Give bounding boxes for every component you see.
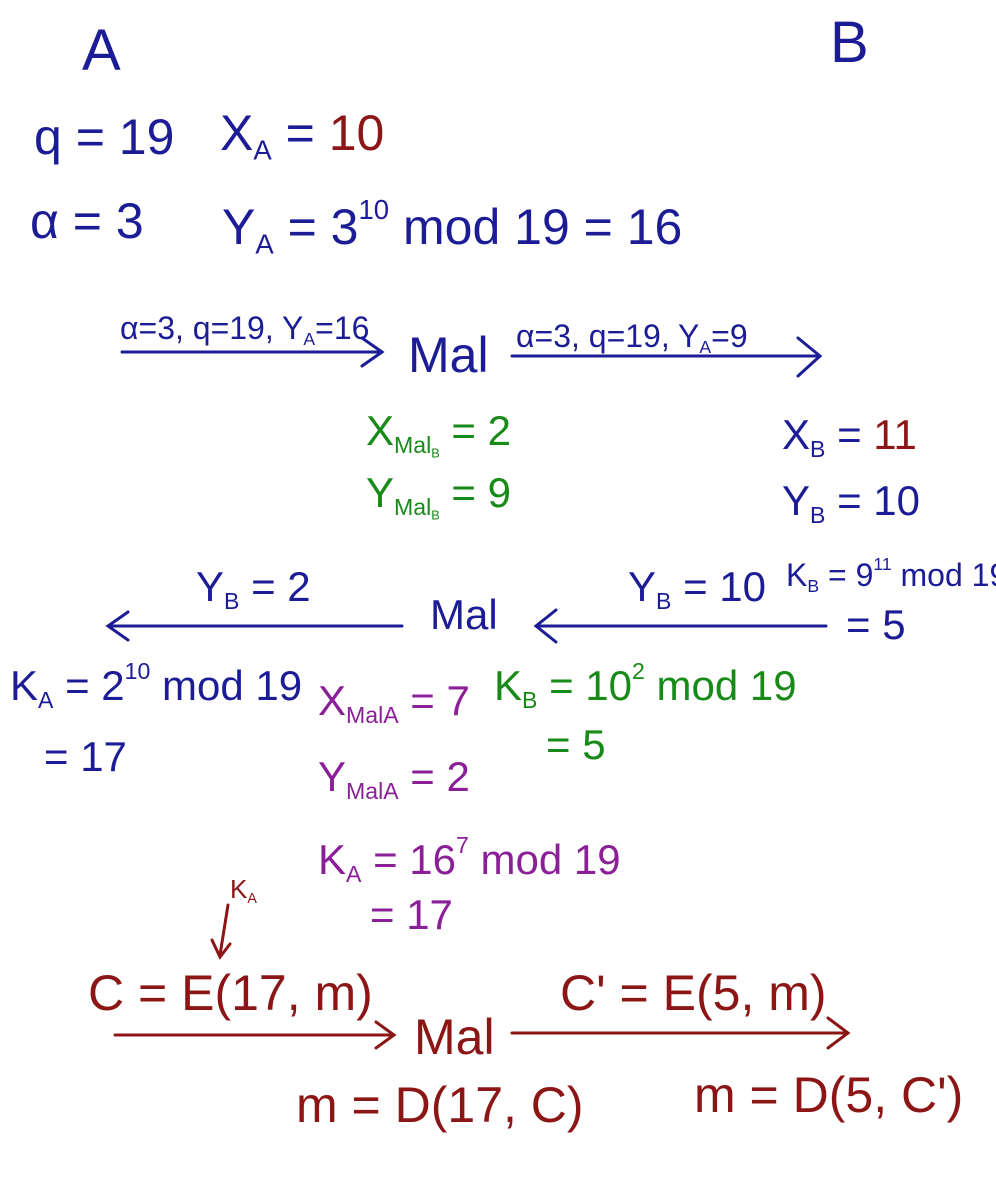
yb-param: YB = 10 (782, 477, 921, 529)
msg-mal-to-b-label: α=3, q=19, YA=9 (516, 318, 748, 358)
b-decrypt: m = D(5, C') (694, 1067, 964, 1123)
ka-mal-result: = 17 (370, 891, 453, 938)
ka-result: = 17 (44, 733, 127, 780)
x-mal-a: XMalA = 7 (318, 677, 470, 729)
x-mal-b: XMalB = 2 (366, 407, 511, 461)
party-b-label: B (830, 10, 869, 75)
kb-param: KB = 911 mod 19 (786, 554, 996, 596)
ka-compute: KA = 210 mod 19 (10, 658, 303, 713)
xa-param: XA = 10 (220, 105, 385, 166)
kb-mal-result: = 5 (546, 721, 606, 768)
arrow-mal-to-b (510, 336, 823, 378)
alpha-param: α = 3 (30, 193, 144, 249)
q-param: q = 19 (34, 109, 175, 165)
ya-param: YA = 310 mod 19 = 16 (222, 194, 683, 260)
xb-param: XB = 11 (782, 411, 917, 463)
y-mal-a: YMalA = 2 (318, 753, 470, 805)
arrow-c-prime-to-b (510, 1016, 851, 1050)
mal-label-2: Mal (430, 591, 498, 638)
ka-note: KA (230, 874, 257, 907)
kb-mal-compute: KB = 102 mod 19 (494, 658, 797, 713)
arrow-a-to-mal (120, 336, 385, 368)
ciphertext-c: C = E(17, m) (88, 965, 373, 1021)
arrow-c-to-mal (113, 1020, 397, 1050)
mal-label-3: Mal (414, 1009, 495, 1065)
party-a-label: A (82, 18, 121, 83)
ka-mal-compute: KA = 167 mod 19 (318, 832, 621, 887)
kb-result: = 5 (846, 601, 906, 648)
arrow-mal-to-a (105, 610, 404, 642)
mal-label-1: Mal (408, 327, 489, 383)
y-mal-b: YMalB = 9 (366, 469, 511, 523)
mal-decrypt: m = D(17, C) (296, 1077, 584, 1133)
ciphertext-c-prime: C' = E(5, m) (560, 965, 827, 1021)
arrow-ka-note (210, 903, 232, 960)
msg-b-to-mal-label: YB = 10 (628, 563, 767, 615)
msg-a-to-mal-label: α=3, q=19, YA=16 (120, 310, 370, 350)
msg-mal-to-a-label: YB = 2 (196, 563, 311, 615)
arrow-b-to-mal (533, 608, 828, 644)
